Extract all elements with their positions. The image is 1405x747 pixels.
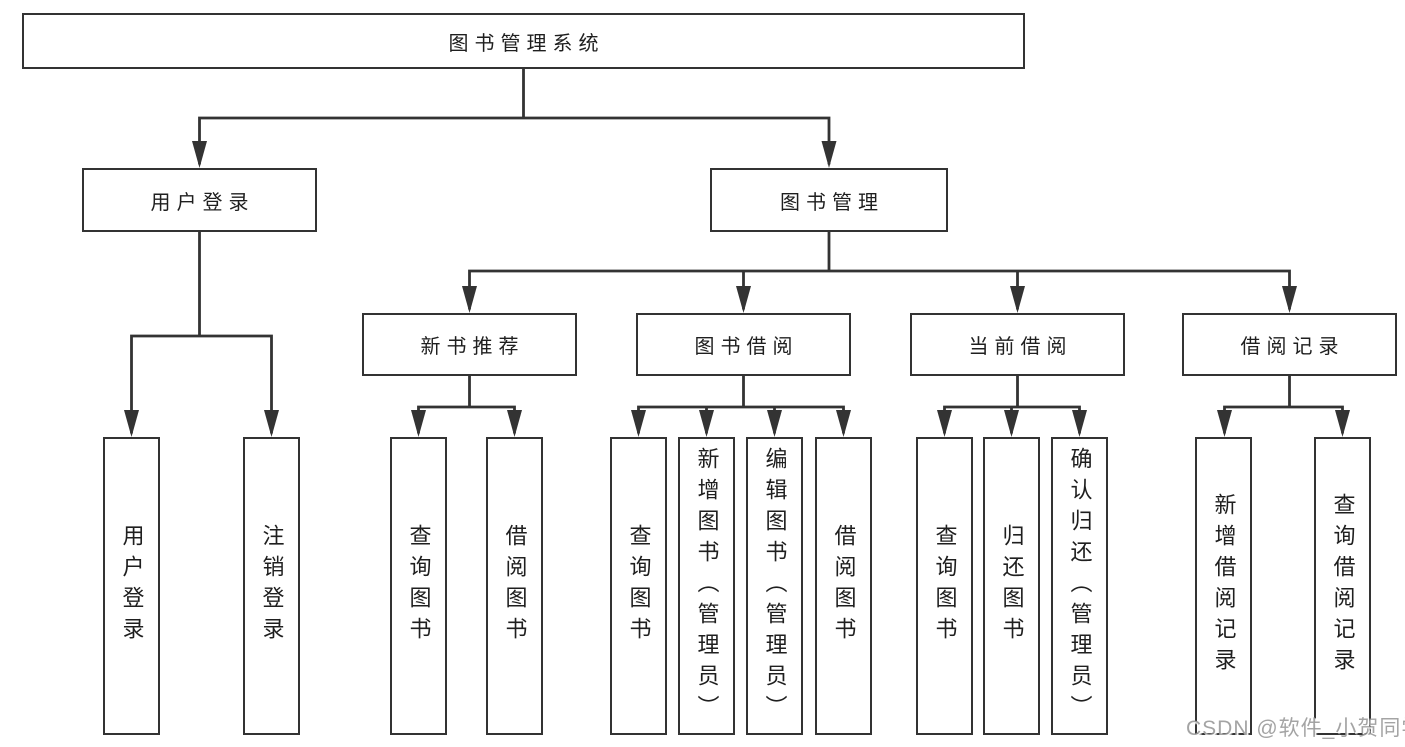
leaf-query-books-borrowing-label: 查询图书 [626,524,652,648]
leaf-borrow-books-label: 借阅图书 [831,524,857,648]
leaf-user-login-label: 用户登录 [119,524,145,648]
leaf-query-books-current: 查询图书 [916,437,973,735]
leaf-user-login: 用户登录 [103,437,160,735]
csdn-watermark: CSDN @软件_小贺同学 [1186,717,1405,740]
leaf-query-books-recommend-label: 查询图书 [406,524,432,648]
leaf-query-borrow-record-label: 查询借阅记录 [1330,493,1356,679]
leaf-edit-books-admin-label: 编辑图书（管理员） [762,446,788,726]
node-book-borrowing: 图书借阅 [636,313,851,376]
node-book-management-label: 图书管理 [780,191,884,214]
leaf-logout: 注销登录 [243,437,300,735]
leaf-add-books-admin: 新增图书（管理员） [678,437,735,735]
node-new-book-recommend-label: 新书推荐 [420,336,525,358]
leaf-add-borrow-record-label: 新增借阅记录 [1211,493,1237,679]
node-current-borrowing: 当前借阅 [910,313,1125,376]
leaf-query-books-current-label: 查询图书 [932,524,958,648]
leaf-return-books-label: 归还图书 [999,524,1025,648]
leaf-logout-label: 注销登录 [259,524,285,648]
leaf-edit-books-admin: 编辑图书（管理员） [746,437,803,735]
leaf-borrow-books-recommend-label: 借阅图书 [502,524,528,648]
node-user-login: 用户登录 [82,168,317,232]
node-library-management-system-label: 图书管理系统 [448,32,605,55]
node-book-borrowing-label: 图书借阅 [694,336,799,358]
node-new-book-recommend: 新书推荐 [362,313,577,376]
node-borrowing-records: 借阅记录 [1182,313,1397,376]
leaf-confirm-return-admin: 确认归还（管理员） [1051,437,1108,735]
leaf-query-borrow-record: 查询借阅记录 [1314,437,1371,735]
node-borrowing-records-label: 借阅记录 [1240,336,1345,358]
leaf-return-books: 归还图书 [983,437,1040,735]
leaf-borrow-books-recommend: 借阅图书 [486,437,543,735]
node-current-borrowing-label: 当前借阅 [968,336,1073,358]
leaf-query-books-borrowing: 查询图书 [610,437,667,735]
node-user-login-label: 用户登录 [150,191,255,214]
leaf-confirm-return-admin-label: 确认归还（管理员） [1067,446,1093,726]
leaf-borrow-books: 借阅图书 [815,437,872,735]
node-library-management-system: 图书管理系统 [22,13,1025,69]
leaf-add-borrow-record: 新增借阅记录 [1195,437,1252,735]
node-book-management: 图书管理 [710,168,948,232]
leaf-add-books-admin-label: 新增图书（管理员） [694,446,720,726]
leaf-query-books-recommend: 查询图书 [390,437,447,735]
